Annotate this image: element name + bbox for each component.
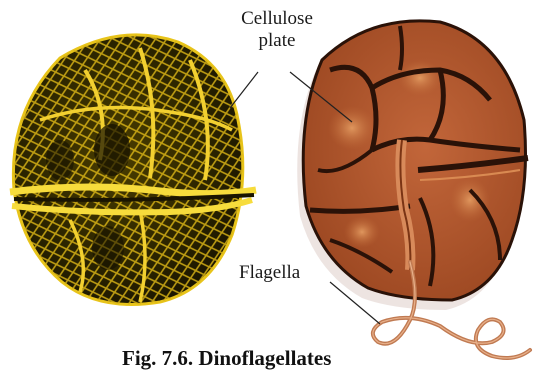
flagella-label: Flagella xyxy=(239,262,300,284)
sem-dinoflagellate-image xyxy=(10,35,256,305)
figure-caption: Fig. 7.6. Dinoflagellates xyxy=(122,346,331,371)
cellulose-plate-label-line2: plate xyxy=(224,30,330,52)
cellulose-plate-label-line1: Cellulose xyxy=(224,8,330,30)
cellulose-plate-leader-left xyxy=(230,72,258,108)
cellulose-plate-label: Cellulose plate xyxy=(224,8,330,52)
